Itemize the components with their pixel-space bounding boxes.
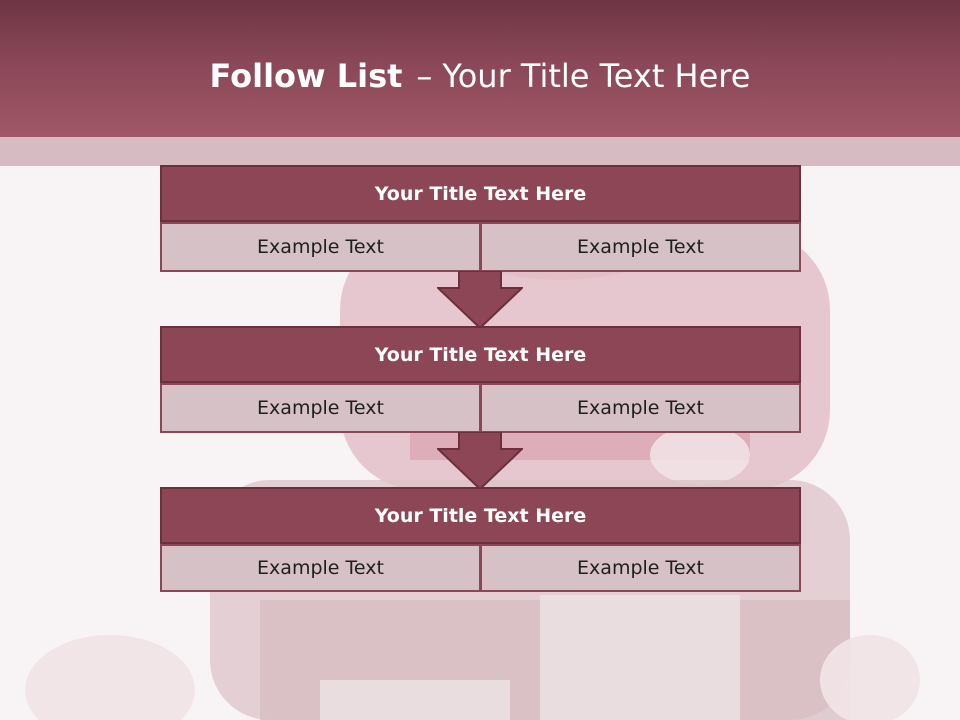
header-band [0, 0, 960, 137]
block-right-cell: Example Text [480, 544, 801, 592]
block-title: Your Title Text Here [160, 487, 801, 544]
slide-title-bold: Follow List [209, 57, 403, 95]
block-left-cell: Example Text [160, 222, 481, 272]
slide-title-rest: Your Title Text Here [442, 57, 751, 95]
down-arrow-icon [437, 271, 523, 329]
block-left-cell: Example Text [160, 544, 481, 592]
block-left-cell: Example Text [160, 383, 481, 433]
slide-title-dash: – [416, 57, 433, 95]
block-right-cell: Example Text [480, 383, 801, 433]
block-title: Your Title Text Here [160, 165, 801, 222]
header-sub-band [0, 137, 960, 166]
block-right-cell: Example Text [480, 222, 801, 272]
down-arrow-icon [437, 432, 523, 490]
slide-title: Follow List–Your Title Text Here [0, 52, 960, 100]
block-title: Your Title Text Here [160, 326, 801, 383]
